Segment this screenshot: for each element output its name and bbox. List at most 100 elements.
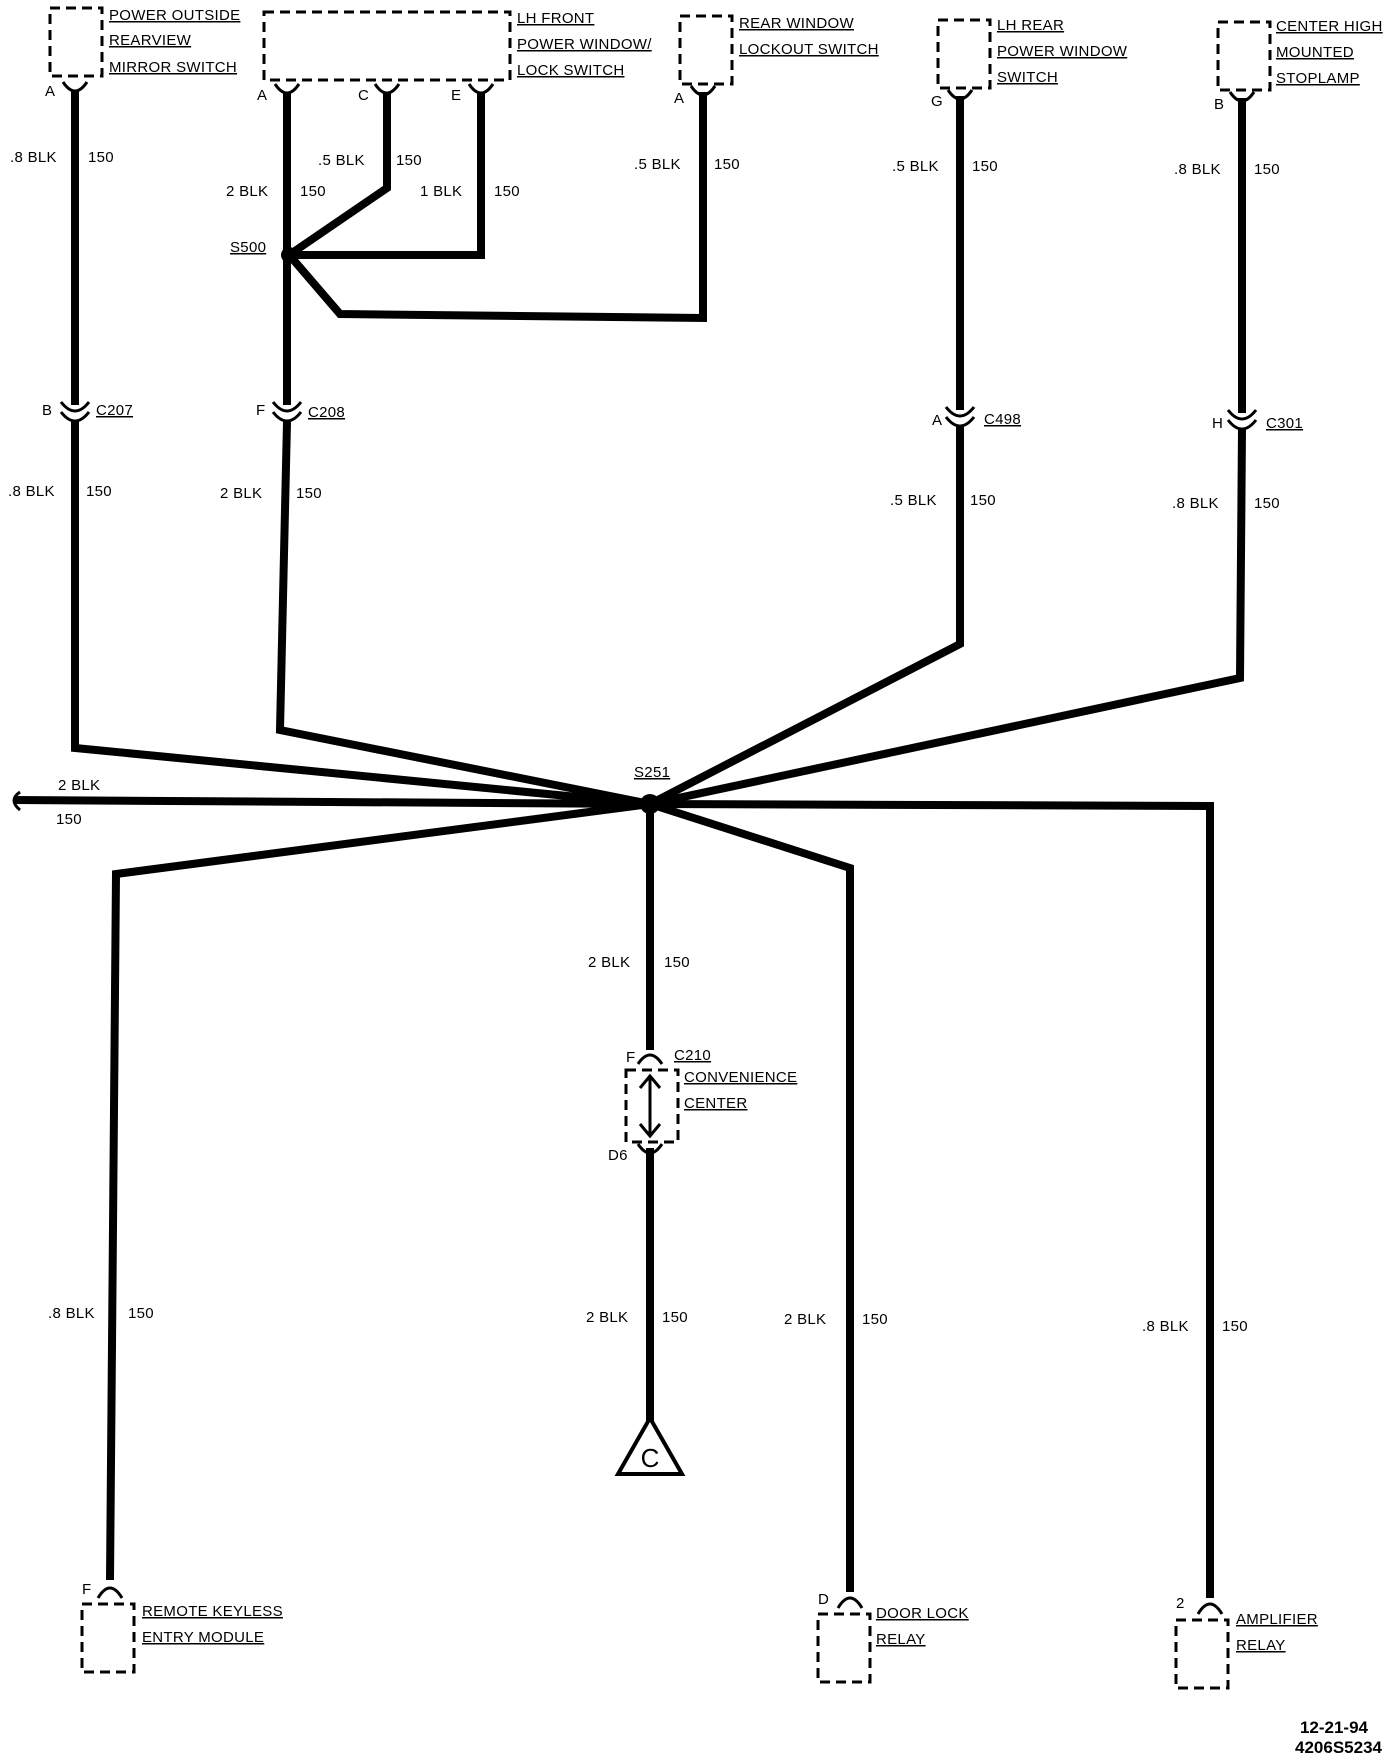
bus-arrow-up-icon [638, 1073, 662, 1089]
component-labels: POWER OUTSIDE REARVIEW MIRROR SWITCH LH … [109, 7, 1383, 1654]
lh-front-switch-box [262, 10, 512, 82]
wire-size: .8 BLK [10, 149, 57, 166]
splice-s251-label: S251 [634, 764, 670, 781]
connector-cups [59, 81, 1258, 1615]
c210-connector-icon [636, 1053, 664, 1065]
stoplamp-box [1216, 20, 1272, 92]
mirror-switch-pin-a-cup-icon [61, 81, 89, 93]
wire-ground-lead-left [13, 796, 651, 808]
lh-rear-switch-box [936, 18, 992, 90]
c498-pin: A [932, 412, 942, 429]
wire-circuit: 150 [88, 149, 114, 166]
wire-circuit: 150 [396, 152, 422, 169]
mirror-switch-label-1: POWER OUTSIDE [109, 7, 240, 24]
c210-id: C210 [674, 1047, 711, 1064]
convenience-center-pin-bottom: D6 [608, 1147, 628, 1164]
rear-lockout-pin-a-cup-icon [689, 85, 717, 97]
wire-circuit: 150 [1254, 495, 1280, 512]
wire-circuit: 150 [128, 1305, 154, 1322]
wire-circuit: 150 [714, 156, 740, 173]
wire-size: 2 BLK [586, 1309, 628, 1326]
c498-id: C498 [984, 411, 1021, 428]
mirror-switch-label-3: MIRROR SWITCH [109, 59, 237, 76]
wire-size: .8 BLK [1142, 1318, 1189, 1335]
bus-arrow-down-icon [638, 1123, 662, 1139]
stoplamp-label-2: MOUNTED [1276, 44, 1354, 61]
mirror-switch-pin: A [45, 83, 55, 100]
wire-circuit: 150 [862, 1311, 888, 1328]
ground-c-symbol: C [614, 1413, 686, 1476]
c301-pin: H [1212, 415, 1223, 432]
wire-lh-rear-switch-to-s251 [648, 96, 964, 808]
wire-circuit: 150 [296, 485, 322, 502]
convenience-center-bus [638, 1073, 662, 1139]
wire-circuit: 150 [1222, 1318, 1248, 1335]
wire-s251-to-door-lock-relay [648, 800, 854, 1592]
stoplamp-label-3: STOPLAMP [1276, 70, 1360, 87]
rear-lockout-pin: A [674, 90, 684, 107]
splice-s251-dot [640, 794, 660, 814]
lh-rear-pin-g-cup-icon [946, 89, 974, 101]
mirror-switch-box [48, 6, 104, 78]
lh-front-pin-c-cup-icon [373, 83, 401, 95]
wire-circuit: 150 [86, 483, 112, 500]
wire-size: .5 BLK [318, 152, 365, 169]
wire-lh-front-pin-c-to-s500 [286, 92, 391, 259]
wire-size: .5 BLK [634, 156, 681, 173]
wire-s251-to-amplifier-relay [649, 800, 1214, 1598]
door-lock-relay-pin: D [818, 1591, 829, 1608]
wire-size: .8 BLK [1174, 161, 1221, 178]
c207-connector-icon [59, 401, 91, 423]
door-lock-relay-pin-d-cup-icon [836, 1596, 864, 1609]
wire-size: 2 BLK [588, 954, 630, 971]
lh-front-pin-c: C [358, 87, 369, 104]
mirror-switch-label-2: REARVIEW [109, 32, 192, 49]
lh-rear-switch-label-1: LH REAR [997, 17, 1064, 34]
lh-front-switch-label-1: LH FRONT [517, 10, 594, 27]
stamp-number: 4206S5234 [1295, 1738, 1383, 1757]
wire-circuit: 150 [664, 954, 690, 971]
wire-circuit: 150 [56, 811, 82, 828]
pin-labels: A A C E A G B F D 2 F D6 [45, 83, 1224, 1612]
lh-front-pin-e: E [451, 87, 461, 104]
amplifier-relay-box [1174, 1618, 1230, 1690]
keyless-module-pin-f-cup-icon [96, 1586, 124, 1599]
wire-size: 2 BLK [58, 777, 100, 794]
wire-circuit: 150 [1254, 161, 1280, 178]
splice-s500-dot [281, 247, 297, 263]
c498-connector-icon [944, 406, 976, 428]
c208-pin: F [256, 402, 265, 419]
convenience-center-pin-top: F [626, 1049, 635, 1066]
wire-lh-front-pin-e-to-s500 [289, 92, 485, 259]
stoplamp-label-1: CENTER HIGH [1276, 18, 1383, 35]
wire-circuit: 150 [970, 492, 996, 509]
components [48, 6, 1272, 1690]
door-lock-relay-box [816, 1612, 872, 1684]
convenience-center-d6-cup-icon [636, 1143, 664, 1155]
rear-lockout-switch-label-1: REAR WINDOW [739, 15, 854, 32]
wire-stoplamp-to-s251 [649, 98, 1246, 808]
wire-circuit: 150 [662, 1309, 688, 1326]
wire-size: .5 BLK [892, 158, 939, 175]
wire-size: 2 BLK [220, 485, 262, 502]
connector-labels: B C207 F C208 A C498 H C301 C210 S500 S2… [42, 239, 1303, 1064]
lh-front-pin-a-cup-icon [273, 83, 301, 95]
convenience-center-box [624, 1068, 680, 1144]
wire-circuit: 150 [494, 183, 520, 200]
wire-circuit: 150 [972, 158, 998, 175]
lh-front-switch-label-2: POWER WINDOW/ [517, 36, 652, 53]
door-lock-relay-label-1: DOOR LOCK [876, 1605, 969, 1622]
wire-size: .5 BLK [890, 492, 937, 509]
keyless-module-label-1: REMOTE KEYLESS [142, 1603, 283, 1620]
stamp-date: 12-21-94 [1300, 1718, 1369, 1737]
wire-size: .8 BLK [48, 1305, 95, 1322]
convenience-center-label-1: CONVENIENCE [684, 1069, 797, 1086]
stoplamp-pin-b-cup-icon [1228, 91, 1256, 103]
amplifier-relay-pin-2-cup-icon [1196, 1602, 1224, 1615]
stoplamp-pin: B [1214, 96, 1224, 113]
amplifier-relay-label-1: AMPLIFIER [1236, 1611, 1318, 1628]
keyless-module-pin: F [82, 1581, 91, 1598]
c301-connector-icon [1226, 409, 1258, 431]
keyless-module-label-2: ENTRY MODULE [142, 1629, 264, 1646]
